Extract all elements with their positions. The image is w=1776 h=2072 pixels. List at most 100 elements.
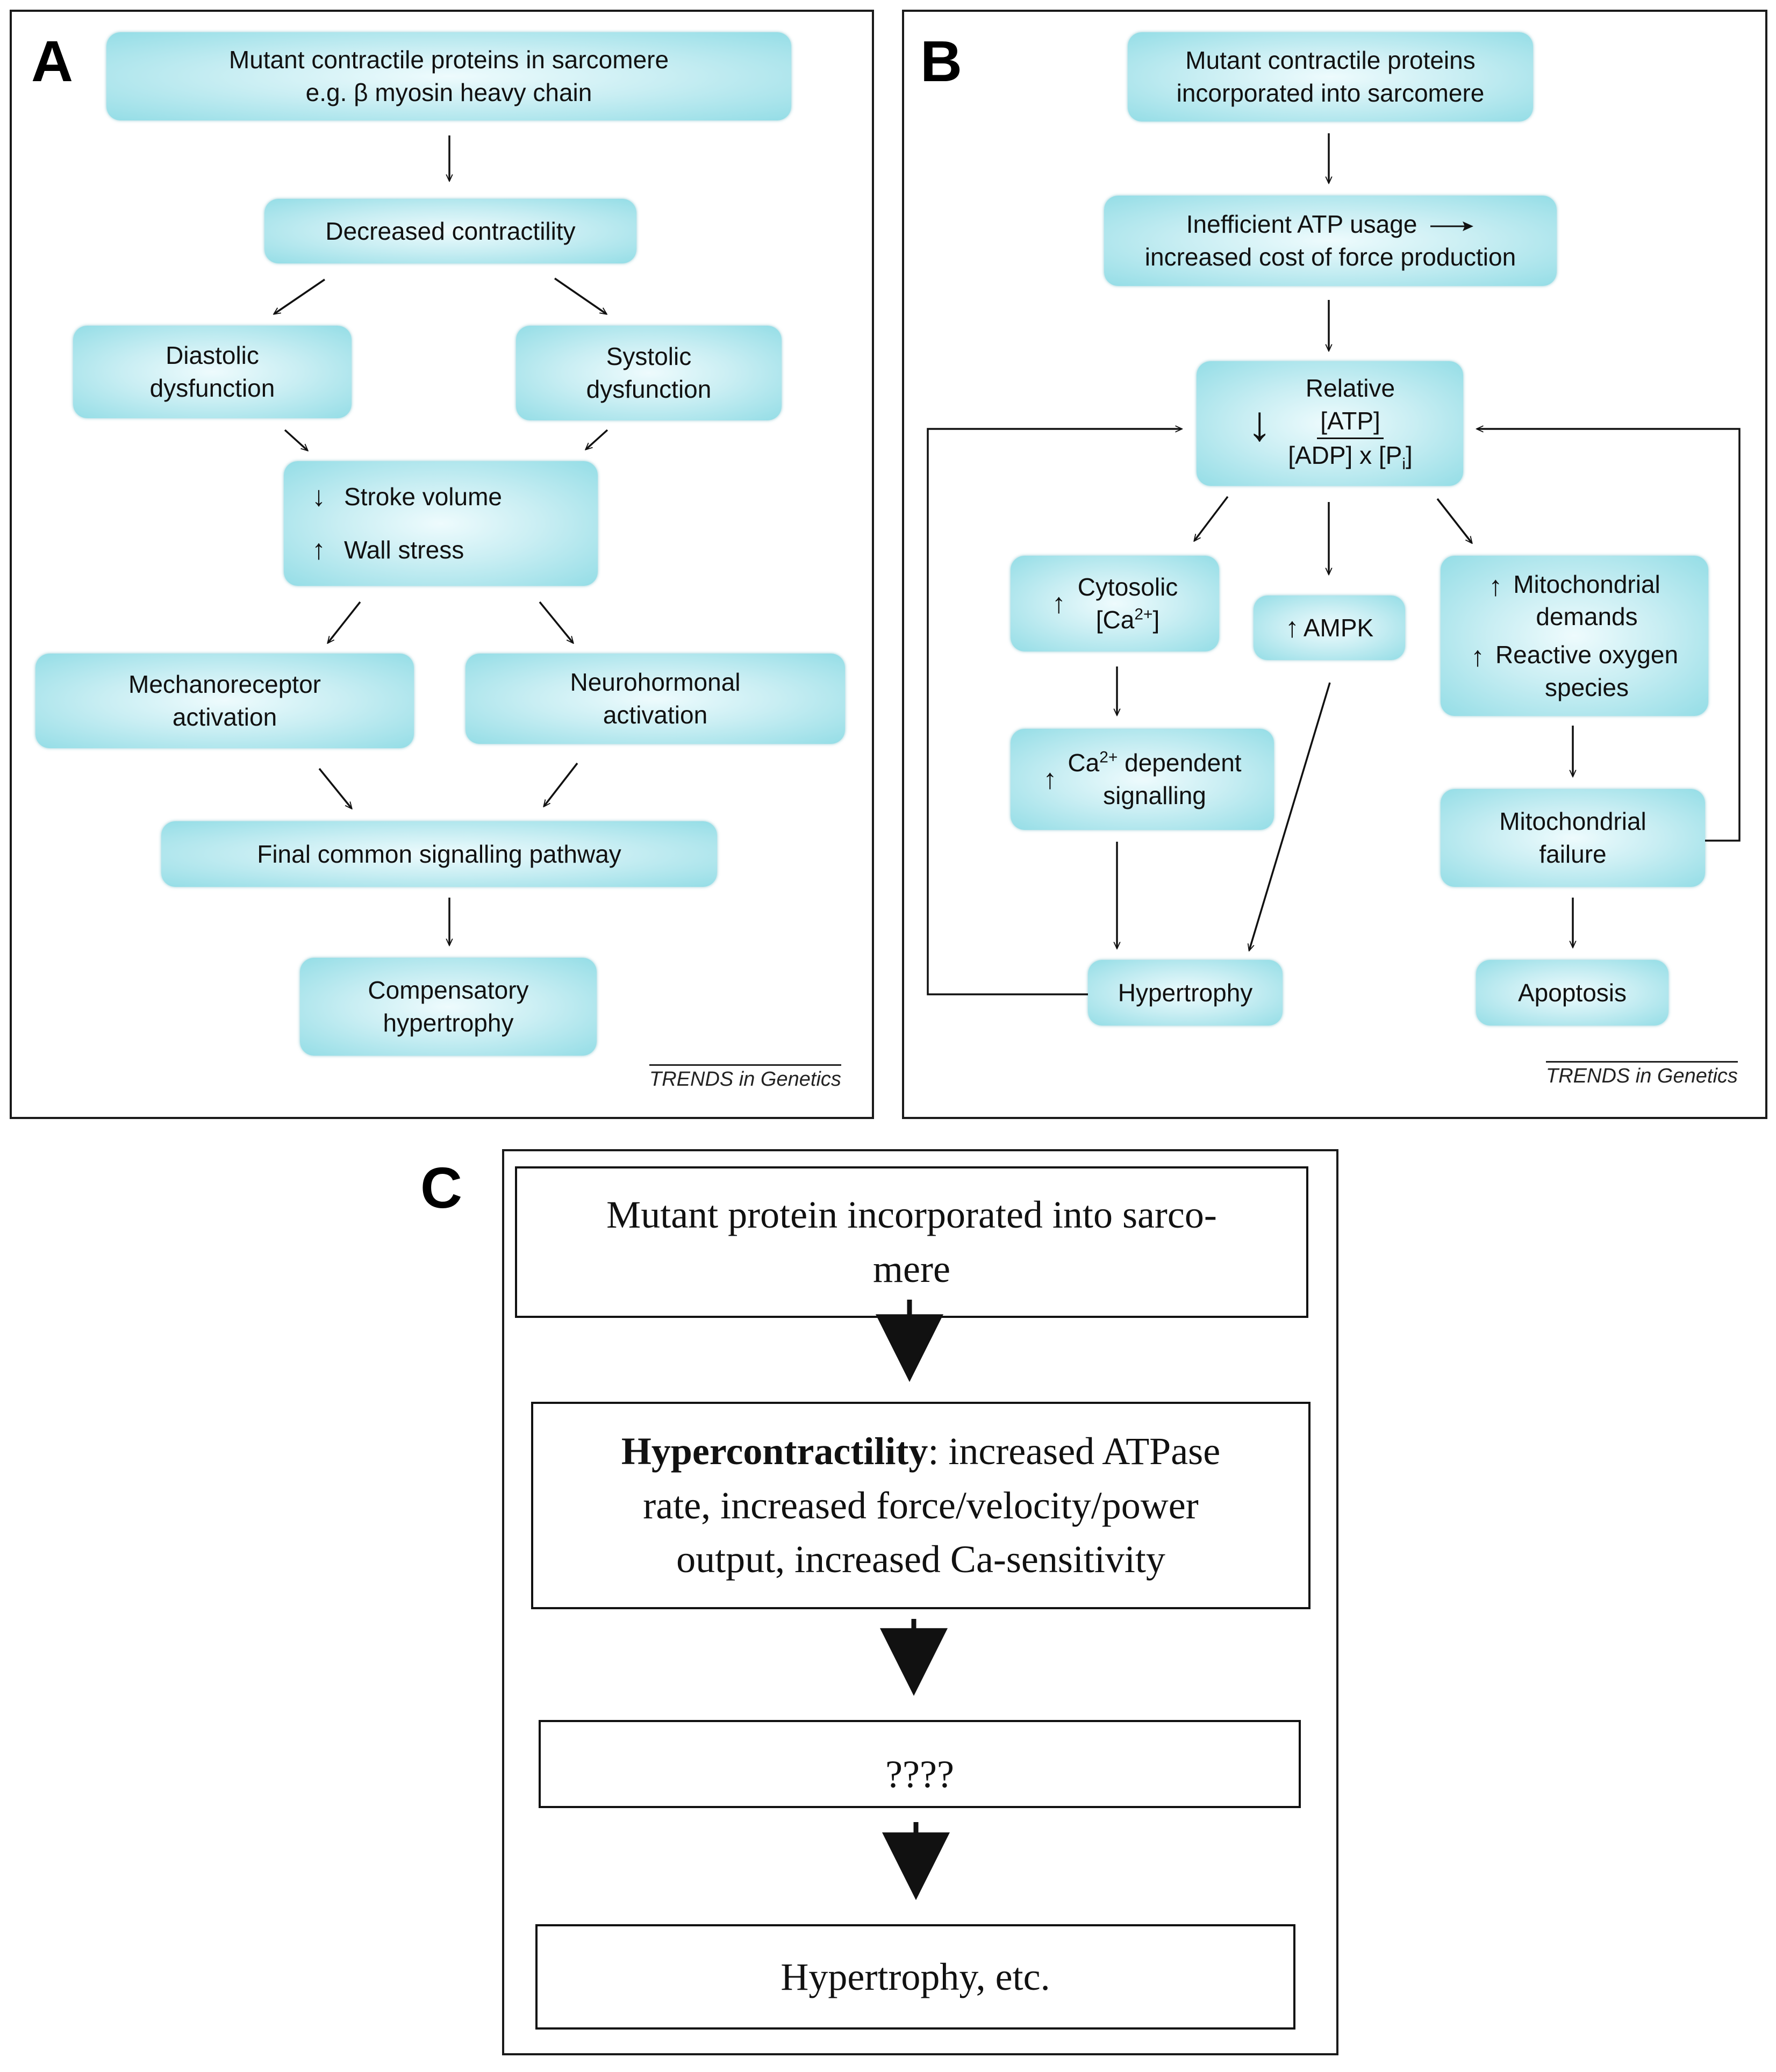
- b-apoptosis-box: Apoptosis: [1476, 960, 1668, 1026]
- b-cytosolic-box: ↑ Cytosolic [Ca2+]: [1011, 556, 1219, 651]
- a-arrow-2: [274, 278, 325, 314]
- b-mito-failure-box: Mitochondrial failure: [1441, 789, 1705, 887]
- b-den-a: [ADP] x [P: [1288, 441, 1402, 469]
- c-box2-bold: Hypercontractility: [621, 1429, 928, 1473]
- b-ca-dependent-text: Ca2+ dependent signalling: [1068, 747, 1241, 812]
- a-arrow-7: [539, 601, 573, 643]
- a-arrow-9: [544, 762, 578, 806]
- b-mutant-line1: Mutant contractile proteins: [1185, 46, 1476, 75]
- a-mutant-box: Mutant contractile proteins in sarcomere…: [106, 32, 791, 120]
- b-ca-dependent-line1: Ca2+ dependent: [1068, 747, 1241, 779]
- c-box-unknown: ????: [539, 1720, 1301, 1808]
- b-inefficient-line1: Inefficient ATP usage: [1186, 208, 1474, 241]
- c-box1-line2: mere: [873, 1247, 950, 1290]
- b-inefficient-line1-text: Inefficient ATP usage: [1186, 210, 1417, 239]
- down-arrow-icon: ↓: [1247, 396, 1272, 451]
- a-systolic-line2: dysfunction: [586, 375, 712, 403]
- b-hypertrophy-box: Hypertrophy: [1088, 960, 1283, 1026]
- a-decreased-text: Decreased contractility: [325, 217, 576, 245]
- c-box2-line2: rate, increased force/velocity/power: [643, 1483, 1199, 1527]
- b-loop-right: [1477, 429, 1741, 842]
- down-arrow-icon: ↓: [312, 481, 326, 513]
- panel-a-arrows: [274, 135, 608, 945]
- b-relative-text: Relative [ATP] [ADP] x [Pi]: [1288, 372, 1413, 475]
- a-arrow-8: [318, 768, 352, 808]
- b-cyto-a: [Ca: [1095, 606, 1135, 634]
- up-arrow-icon: ↑: [1051, 587, 1066, 619]
- b-ampk-box: ↑ AMPK: [1254, 596, 1405, 660]
- a-final-text: Final common signalling pathway: [257, 840, 621, 868]
- b-ampk-text: AMPK: [1303, 613, 1374, 642]
- up-arrow-icon: ↑: [1488, 570, 1503, 602]
- a-wall-text: Wall stress: [344, 535, 464, 564]
- up-arrow-icon: ↑: [1043, 763, 1057, 795]
- a-stroke-box: ↓ Stroke volume ↑ Wall stress: [284, 461, 598, 586]
- b-mutant-line2: incorporated into sarcomere: [1176, 79, 1485, 107]
- b-ros-row: ↑ Reactive oxygen species: [1471, 639, 1678, 704]
- b-mito-demands-box: ↑ Mitochondrial demands ↑ Reactive oxyge…: [1441, 556, 1708, 716]
- b-ca-dependent-box: ↑ Ca2+ dependent signalling: [1011, 729, 1274, 830]
- b-mito-demands-line1: Mitochondrial: [1513, 570, 1660, 598]
- c-box-hypercontractility: Hypercontractility: increased ATPase rat…: [531, 1402, 1310, 1609]
- a-final-box: Final common signalling pathway: [161, 821, 717, 887]
- c-box4-text: Hypertrophy, etc.: [780, 1955, 1050, 1998]
- a-neuro-box: Neurohormonal activation: [466, 654, 845, 744]
- a-systolic-line1: Systolic: [606, 342, 692, 371]
- b-mutant-box: Mutant contractile proteins incorporated…: [1128, 32, 1533, 121]
- b-relative-title: Relative: [1305, 374, 1395, 403]
- a-arrow-6: [328, 601, 361, 643]
- b-cytosolic-line1: Cytosolic: [1077, 573, 1178, 601]
- up-arrow-icon: ↑: [1470, 641, 1485, 672]
- a-arrow-5: [586, 429, 608, 449]
- a-compensatory-box: Compensatory hypertrophy: [300, 958, 597, 1056]
- b-inefficient-box: Inefficient ATP usage increased cost of …: [1104, 196, 1557, 286]
- panel-a-label: A: [31, 28, 73, 94]
- b-cytosolic-line2: [Ca2+]: [1078, 604, 1178, 636]
- a-diastolic-box: Diastolic dysfunction: [73, 326, 352, 418]
- up-arrow-icon: ↑: [312, 534, 326, 565]
- b-ratio-numerator: [ATP]: [1317, 405, 1384, 439]
- b-ros-line2: species: [1545, 673, 1629, 701]
- a-mutant-line2: e.g. β myosin heavy chain: [305, 78, 592, 106]
- b-mito-demands-text: Mitochondrial demands: [1513, 568, 1660, 633]
- a-mechano-line2: activation: [172, 703, 277, 731]
- b-credit: TRENDS in Genetics: [1546, 1061, 1738, 1088]
- up-arrow-icon: ↑: [1285, 612, 1299, 643]
- b-arrow-3: [1194, 496, 1229, 541]
- b-ratio-denominator: [ADP] x [Pi]: [1288, 439, 1413, 475]
- b-cyto-sup: 2+: [1134, 605, 1153, 623]
- b-cyto-b: ]: [1152, 606, 1160, 634]
- c-box2-line1: Hypercontractility: increased ATPase: [621, 1424, 1220, 1479]
- a-diastolic-line2: dysfunction: [149, 374, 275, 402]
- b-loop-left: [927, 429, 1181, 995]
- a-mechano-box: Mechanoreceptor activation: [35, 654, 414, 748]
- c-box3-text: ????: [885, 1753, 954, 1796]
- b-den-b: ]: [1406, 441, 1413, 469]
- a-arrow-4: [284, 429, 307, 450]
- right-arrow-icon: [1430, 221, 1474, 232]
- b-arrow-9: [1249, 682, 1331, 950]
- a-mutant-line1: Mutant contractile proteins in sarcomere: [228, 46, 669, 74]
- panel-c-label: C: [420, 1155, 462, 1220]
- b-hypertrophy-text: Hypertrophy: [1118, 978, 1253, 1007]
- b-relative-box: ↓ Relative [ATP] [ADP] x [Pi]: [1197, 361, 1463, 486]
- panel-b-arrows: [927, 133, 1741, 995]
- a-stroke-text: Stroke volume: [344, 483, 503, 511]
- a-arrow-3: [554, 277, 606, 314]
- a-comp-line1: Compensatory: [368, 976, 529, 1005]
- b-ca-sup: 2+: [1099, 748, 1118, 766]
- b-mito-failure-line1: Mitochondrial: [1499, 807, 1646, 836]
- b-mito-demands-row: ↑ Mitochondrial demands: [1488, 568, 1660, 633]
- b-inefficient-line2: increased cost of force production: [1144, 243, 1516, 271]
- b-ros-line1: Reactive oxygen: [1495, 641, 1679, 669]
- panel-b-label: B: [920, 28, 962, 94]
- c-box2-line3: output, increased Ca-sensitivity: [676, 1538, 1165, 1581]
- b-ca-b: dependent: [1118, 749, 1242, 777]
- c-box1-line1: Mutant protein incorporated into sarco-: [606, 1193, 1217, 1237]
- b-ratio-fraction: [ATP] [ADP] x [Pi]: [1288, 405, 1413, 475]
- b-cytosolic-text: Cytosolic [Ca2+]: [1078, 571, 1178, 636]
- a-neuro-line1: Neurohormonal: [570, 668, 741, 697]
- a-diastolic-line1: Diastolic: [166, 341, 259, 370]
